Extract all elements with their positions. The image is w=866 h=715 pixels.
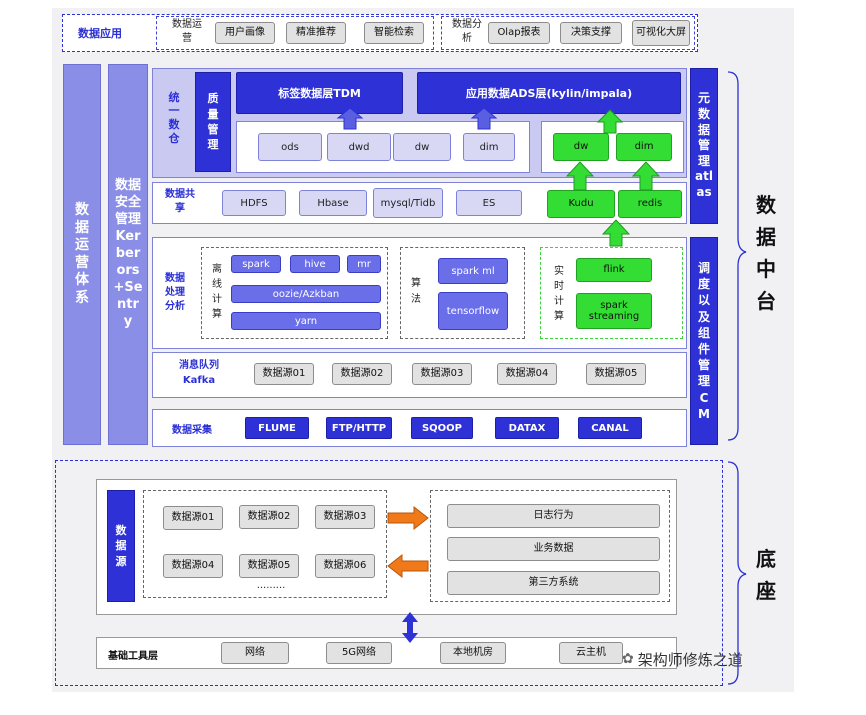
realtime-compute-group [540,247,683,339]
collect-sqoop: SQOOP [411,417,473,439]
base-source-03: 数据源03 [315,505,375,529]
offline-scheduler: oozie/Azkban [231,285,381,303]
brace-base [727,461,747,685]
offline-compute-label: 离线计算 [212,264,222,320]
base-label: 底座 [756,547,776,603]
watermark-text: 架构师修炼之道 [637,650,743,669]
base-dashed-box [55,460,723,686]
rt-layer-dw: dw [553,133,609,161]
tool-5g: 5G网络 [326,642,392,664]
metadata-atlas: 元数据管理atlas [690,68,718,224]
collect-flume: FLUME [245,417,309,439]
source-list-group [143,490,387,598]
realtime-compute-label: 实时计算 [554,266,564,322]
up-arrow-icon [565,161,595,191]
quality-management: 质量管理 [195,72,231,172]
collect-canal: CANAL [578,417,642,439]
layer-ods: ods [258,133,322,161]
rt-layer-dim: dim [616,133,672,161]
target-log-behavior: 日志行为 [447,504,660,528]
ops-system-label: 数据运营体系 [75,202,89,306]
algo-spark-ml: spark ml [438,258,508,284]
security-column [108,64,148,445]
share-es: ES [456,190,522,216]
source-ellipsis: ......... [256,580,286,591]
unified-warehouse-label: 统一数仓 [168,90,180,145]
base-source-04: 数据源04 [163,554,223,578]
ops-item-search: 智能检索 [364,22,424,44]
message-queue-label: 消息队列Kafka [179,360,219,386]
wechat-icon: ✿ [622,651,634,667]
scheduler-cm: 调度以及组件管理CM [690,237,718,445]
base-tools-label: 基础工具层 [108,651,158,662]
brace-middle-platform [727,71,747,441]
queue-source-04: 数据源04 [497,363,557,385]
ops-item-user-profile: 用户画像 [215,22,275,44]
layer-dw: dw [393,133,451,161]
share-kudu: Kudu [547,190,615,218]
updown-arrow-icon [402,612,418,643]
rt-spark-streaming: spark streaming [576,293,652,329]
layer-dim: dim [463,133,515,161]
up-arrow-icon [601,219,631,247]
queue-source-02: 数据源02 [332,363,392,385]
ops-item-recommend: 精准推荐 [286,22,346,44]
analysis-item-decision: 决策支撑 [560,22,622,44]
data-application-label: 数据应用 [78,27,122,40]
offline-hive: hive [290,255,340,273]
rt-flink: flink [576,258,652,282]
analysis-item-bigscreen: 可视化大屏 [632,20,690,46]
algorithm-label: 算法 [411,278,421,305]
up-arrow-icon [470,107,498,130]
share-hbase: Hbase [299,190,367,216]
watermark: ✿ 架构师修炼之道 [622,648,777,670]
queue-source-05: 数据源05 [586,363,646,385]
offline-compute-group [201,247,388,339]
algo-tensorflow: tensorflow [438,292,508,330]
tool-local-idc: 本地机房 [440,642,506,664]
data-ops-group [156,16,434,50]
layer-dwd: dwd [327,133,391,161]
base-source-06: 数据源06 [315,554,375,578]
analysis-item-olap: Olap报表 [488,22,550,44]
offline-yarn: yarn [231,312,381,330]
queue-source-01: 数据源01 [254,363,314,385]
base-source-01: 数据源01 [163,506,223,530]
target-third-party: 第三方系统 [447,571,660,595]
up-arrow-icon [336,107,364,130]
data-processing-label: 数据处理分析 [165,273,185,312]
share-mysql-tidb: mysql/Tidb [373,188,443,218]
collect-ftp-http: FTP/HTTP [326,417,392,439]
data-source-label: 数据源 [107,490,135,602]
tdm-layer: 标签数据层TDM [236,72,403,114]
queue-source-03: 数据源03 [412,363,472,385]
base-source-02: 数据源02 [239,505,299,529]
left-arrow-icon [387,553,429,579]
algorithm-group [400,247,525,339]
tool-cloud-host: 云主机 [559,642,623,664]
up-arrow-icon [596,109,624,134]
data-analysis-label: 数据分析 [452,19,482,44]
data-share-label: 数据共享 [165,189,195,214]
share-hdfs: HDFS [222,190,286,216]
base-source-05: 数据源05 [239,554,299,578]
data-analysis-group [441,16,695,50]
offline-mr: mr [347,255,381,273]
data-ops-label: 数据运营 [172,19,202,44]
target-business-data: 业务数据 [447,537,660,561]
ops-system-column [63,64,101,445]
tool-network: 网络 [221,642,289,664]
ads-layer: 应用数据ADS层(kylin/impala) [417,72,681,114]
right-arrow-icon [387,505,429,531]
target-list-group [430,490,670,602]
data-collect-label: 数据采集 [172,425,212,436]
middle-platform-label: 数据中台 [756,193,776,313]
up-arrow-icon [631,161,661,191]
collect-datax: DATAX [495,417,559,439]
offline-spark: spark [231,255,281,273]
security-label: 数据安全管理Kerberors+Sentry [113,178,143,329]
